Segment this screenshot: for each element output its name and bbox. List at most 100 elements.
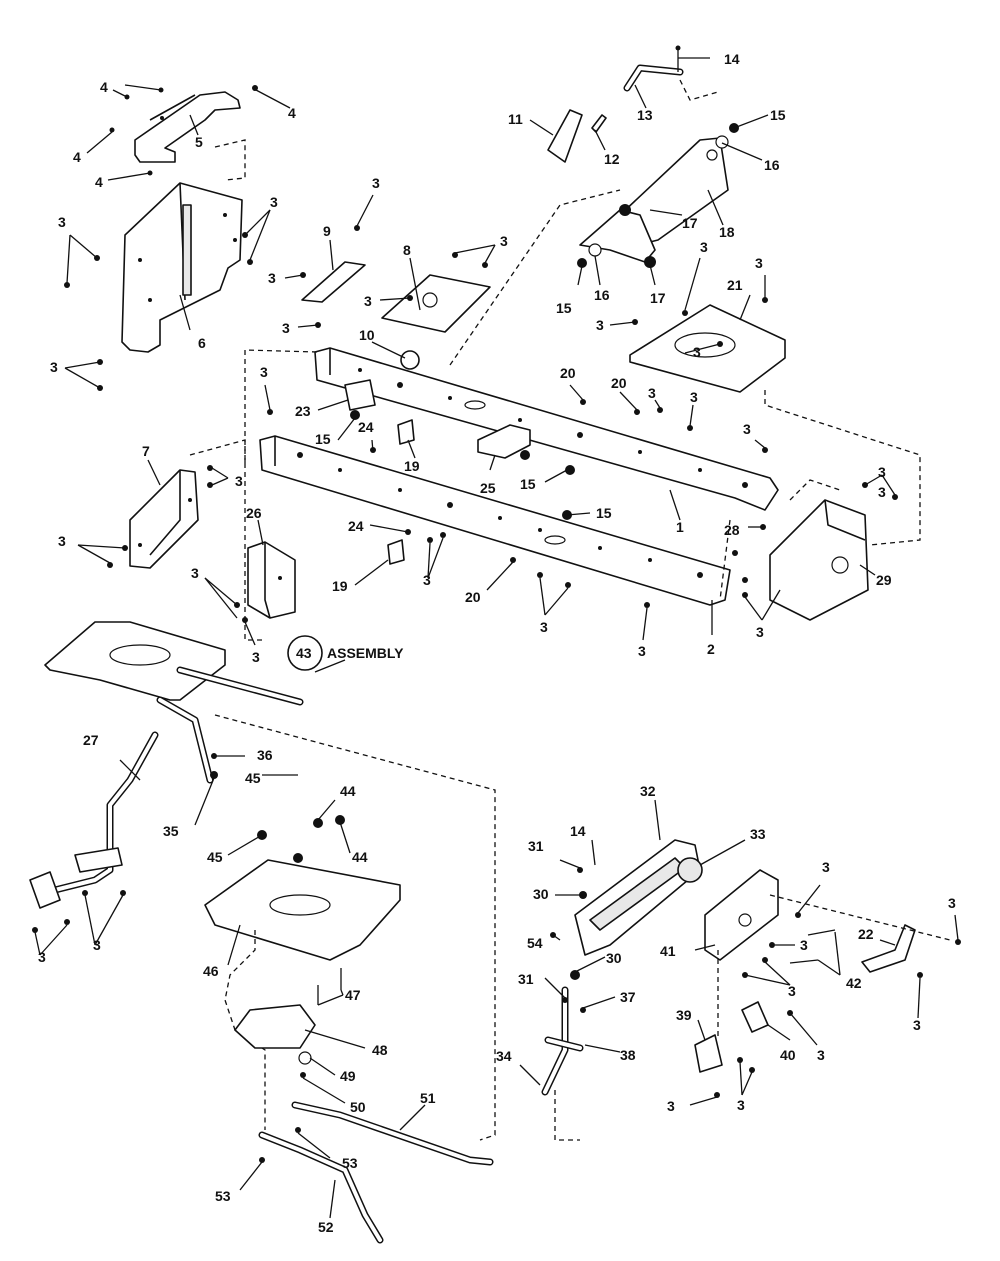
callout-12: 12 [604,151,620,167]
part-9-bracket [301,261,366,303]
callout-50: 50 [350,1099,366,1115]
callout-3: 3 [693,344,701,360]
callout-23: 23 [295,403,311,419]
callout-18: 18 [719,224,735,240]
callout-3: 3 [372,175,380,191]
callout-30: 30 [606,950,622,966]
part-27-rod [29,731,159,909]
callout-29: 29 [876,572,892,588]
callout-43: 43 [296,645,312,661]
callout-3: 3 [648,385,656,401]
part-40-bracket [741,1001,769,1033]
callout-6: 6 [198,335,206,351]
callout-38: 38 [620,1047,636,1063]
callout-31: 31 [528,838,544,854]
callout-3: 3 [235,473,243,489]
callout-36: 36 [257,747,273,763]
callout-22: 22 [858,926,874,942]
part-51-link [291,1101,494,1166]
callout-26: 26 [246,505,262,521]
callout-4: 4 [100,79,108,95]
part-7-bracket [129,469,199,569]
callout-3: 3 [913,1017,921,1033]
assembly-label: ASSEMBLY [327,645,404,661]
callout-30: 30 [533,886,549,902]
callout-14: 14 [570,823,586,839]
callout-35: 35 [163,823,179,839]
callout-3: 3 [878,484,886,500]
callout-3: 3 [817,1047,825,1063]
part-8-plate [381,274,491,333]
part-17-arm-assembly [579,204,656,268]
callout-labels: 4 4 5 4 4 3 3 6 3 3 9 3 8 3 3 3 10 11 12… [38,51,956,1235]
part-43-assembly [44,621,304,784]
callout-3: 3 [690,389,698,405]
callout-3: 3 [58,214,66,230]
callout-3: 3 [93,937,101,953]
callout-39: 39 [676,1007,692,1023]
part-43-callout-circle [287,635,323,671]
part-41-bracket [704,869,779,961]
callout-4: 4 [288,105,296,121]
callout-3: 3 [38,949,46,965]
callout-53: 53 [215,1188,231,1204]
callout-17: 17 [650,290,666,306]
callout-19: 19 [404,458,420,474]
callout-15: 15 [556,300,572,316]
callout-3: 3 [788,983,796,999]
callout-17: 17 [682,215,698,231]
callout-24: 24 [358,419,374,435]
callout-46: 46 [203,963,219,979]
callout-33: 33 [750,826,766,842]
callout-3: 3 [743,421,751,437]
callout-5: 5 [195,134,203,150]
callout-24: 24 [348,518,364,534]
callout-1: 1 [676,519,684,535]
callout-48: 48 [372,1042,388,1058]
part-5-bracket [134,91,241,163]
callout-15: 15 [520,476,536,492]
callout-7: 7 [142,443,150,459]
part-48-plate [234,1004,316,1049]
part-22-bracket [861,924,916,973]
callout-3: 3 [191,565,199,581]
callout-3: 3 [282,320,290,336]
part-46-plate [204,859,401,961]
part-52-link [258,1131,384,1244]
callout-3: 3 [596,317,604,333]
callout-3: 3 [822,859,830,875]
callout-3: 3 [800,937,808,953]
part-39-bracket [694,1034,723,1073]
callout-31: 31 [518,971,534,987]
callout-2: 2 [707,641,715,657]
part-19-plate-upper [397,419,415,445]
callout-3: 3 [268,270,276,286]
callout-14: 14 [724,51,740,67]
callout-32: 32 [640,783,656,799]
callout-3: 3 [638,643,646,659]
callout-3: 3 [948,895,956,911]
callout-27: 27 [83,732,99,748]
callout-25: 25 [480,480,496,496]
callout-3: 3 [737,1097,745,1113]
callout-44: 44 [352,849,368,865]
part-33-gear [677,857,703,883]
callout-37: 37 [620,989,636,1005]
callout-41: 41 [660,943,676,959]
callout-20: 20 [611,375,627,391]
callout-3: 3 [500,233,508,249]
callout-42: 42 [846,975,862,991]
callout-4: 4 [73,149,81,165]
callout-3: 3 [755,255,763,271]
callout-47: 47 [345,987,361,1003]
callout-16: 16 [594,287,610,303]
callout-3: 3 [667,1098,675,1114]
callout-15: 15 [315,431,331,447]
callout-20: 20 [560,365,576,381]
part-25-crossmember [477,424,531,459]
part-26-bracket [247,541,296,619]
callout-20: 20 [465,589,481,605]
callout-8: 8 [403,242,411,258]
callout-53: 53 [342,1155,358,1171]
callout-52: 52 [318,1219,334,1235]
